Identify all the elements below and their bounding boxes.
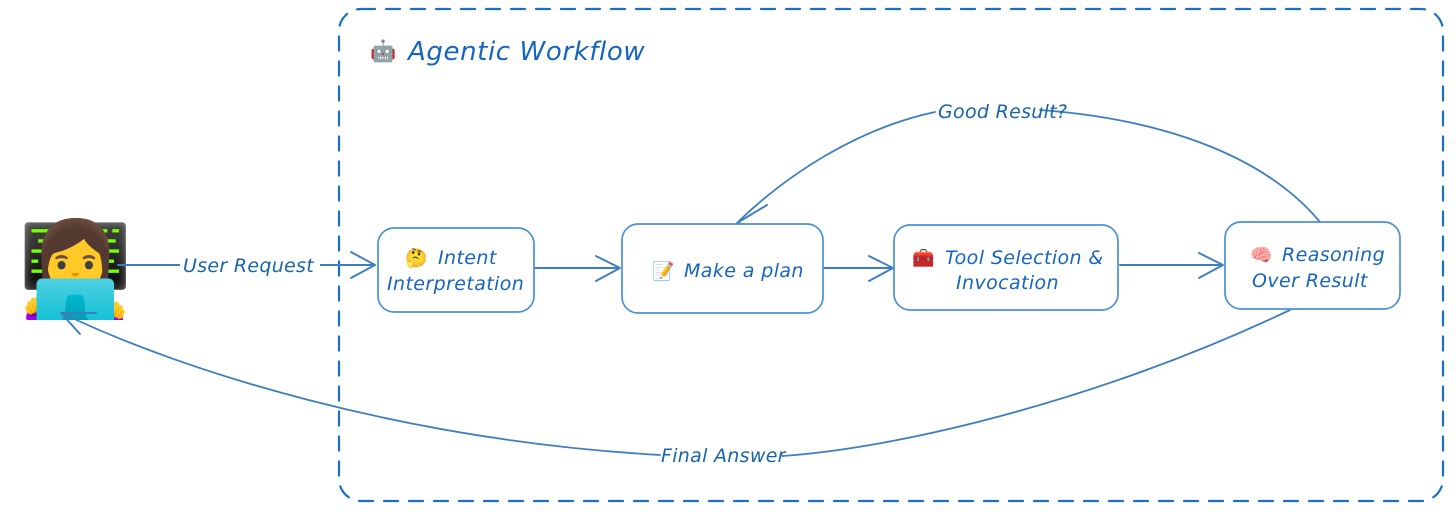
edge-final-answer-right-curve xyxy=(781,309,1291,457)
brain-icon: 🧠 xyxy=(1250,245,1272,266)
node-reasoning-over-result-box[interactable] xyxy=(1224,221,1401,310)
robot-icon: 🤖 xyxy=(370,38,396,63)
node-tool-selection-label-line2: Invocation xyxy=(956,272,1059,294)
node-reasoning-label-line1: Reasoning xyxy=(1282,244,1385,266)
node-make-a-plan-label: Make a plan xyxy=(684,260,804,282)
edge-final-answer-left-curve xyxy=(63,313,661,456)
node-reasoning-over-result[interactable]: 🧠 Reasoning Over Result xyxy=(1224,221,1401,310)
edge-label-final-answer: Final Answer xyxy=(661,445,787,467)
edge-intent-plan-arrowhead xyxy=(595,255,621,282)
toolbox-icon: 🧰 xyxy=(912,248,934,269)
edge-plan-tool-arrowhead xyxy=(868,255,894,282)
edge-good-result-right-curve xyxy=(1039,109,1321,223)
woman-technologist-icon: 👩‍💻 xyxy=(18,216,133,323)
node-tool-selection-label-line1: Tool Selection & xyxy=(945,247,1104,269)
node-intent-interpretation-box[interactable] xyxy=(377,227,535,313)
thinking-face-icon: 🤔 xyxy=(405,248,427,269)
edge-user-request-label-bg xyxy=(180,252,320,278)
edge-good-result-left-curve xyxy=(738,111,936,222)
memo-icon: 📝 xyxy=(652,260,674,282)
edge-label-user-request: User Request xyxy=(183,255,315,277)
node-reasoning-label-line2: Over Result xyxy=(1252,270,1369,292)
edge-tool-reason-arrowhead xyxy=(1198,252,1224,279)
node-tool-selection-box[interactable] xyxy=(893,224,1119,311)
node-make-a-plan-box[interactable] xyxy=(621,223,824,314)
agentic-workflow-container xyxy=(337,7,1445,503)
edge-label-good-result: Good Result? xyxy=(938,101,1067,123)
node-tool-selection[interactable]: 🧰 Tool Selection & Invocation xyxy=(893,224,1119,311)
node-make-a-plan[interactable]: 📝 Make a plan xyxy=(621,223,824,314)
node-intent-label-line1: Intent xyxy=(438,247,498,269)
workflow-title: Agentic Workflow xyxy=(406,37,645,67)
node-intent-label-line2: Interpretation xyxy=(387,273,524,295)
edge-final-answer-arrowhead xyxy=(60,312,97,335)
node-intent-interpretation[interactable]: 🤔 Intent Interpretation xyxy=(377,227,535,313)
edge-user-request-arrowhead xyxy=(350,251,376,279)
